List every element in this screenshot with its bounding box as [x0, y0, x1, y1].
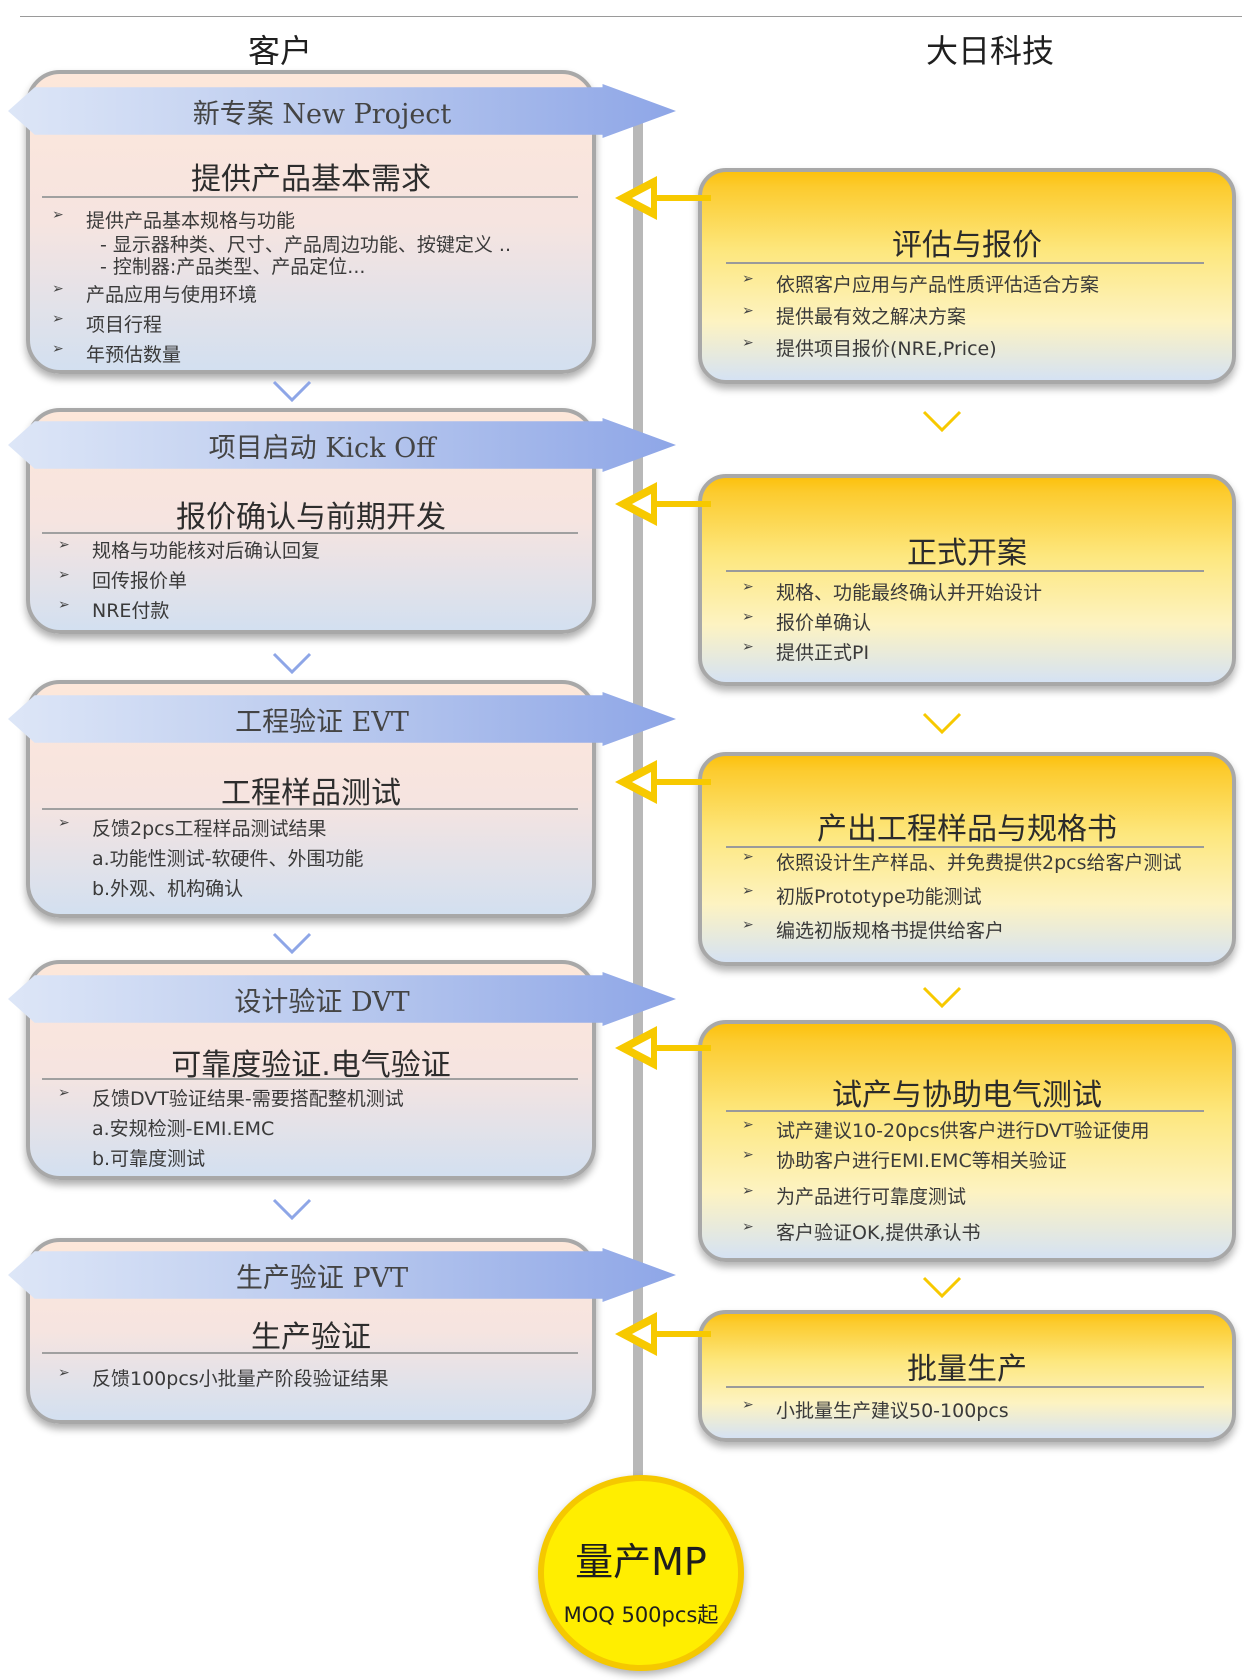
bullet-arrow-icon: ➢: [52, 341, 64, 357]
mass-production-circle: 量产MP MOQ 500pcs起: [538, 1475, 744, 1671]
title-underline: [726, 262, 1204, 264]
client-step-title: 可靠度验证.电气验证: [171, 1048, 451, 1083]
title-underline: [42, 196, 578, 198]
mp-moq: MOQ 500pcs起: [563, 1603, 719, 1627]
title-underline: [726, 1386, 1204, 1388]
bullet-arrow-icon: ➢: [742, 1183, 754, 1199]
bullet-arrow-icon: ➢: [58, 1365, 70, 1381]
title-underline: [42, 1078, 578, 1080]
title-underline: [726, 1110, 1204, 1112]
center-timeline: [633, 112, 643, 1482]
feedback-arrow-icon: [615, 760, 711, 804]
chevron-down-icon: [272, 652, 312, 674]
title-underline: [726, 846, 1204, 848]
chevron-down-icon: [922, 712, 962, 734]
sub-item: a.安规检测-EMI.EMC: [92, 1118, 275, 1140]
vendor-step-samples: 产出工程样品与规格书 ➢依照设计生产样品、并免费提供2pcs给客户测试 ➢初版P…: [698, 752, 1236, 966]
column-title-vendor: 大日科技: [925, 32, 1054, 70]
vendor-step-title: 试产与协助电气测试: [832, 1078, 1102, 1113]
feedback-arrow-icon: [615, 1026, 711, 1070]
bullet-arrow-icon: ➢: [742, 271, 754, 287]
bullet-arrow-icon: ➢: [58, 815, 70, 831]
feedback-arrow-icon: [615, 482, 711, 526]
vendor-step-project-start: 正式开案 ➢规格、功能最终确认并开始设计 ➢报价单确认 ➢提供正式PI: [698, 474, 1236, 686]
vendor-step-title: 评估与报价: [892, 228, 1042, 263]
bullet-arrow-icon: ➢: [742, 639, 754, 655]
chevron-down-icon: [922, 410, 962, 432]
feedback-arrow-icon: [615, 1312, 711, 1356]
bullet-arrow-icon: ➢: [58, 1085, 70, 1101]
sub-item: a.功能性测试-软硬件、外围功能: [92, 848, 364, 870]
bullet-arrow-icon: ➢: [742, 1117, 754, 1133]
client-step-title: 工程样品测试: [221, 776, 401, 811]
bullet-arrow-icon: ➢: [742, 609, 754, 625]
bullet-arrow-icon: ➢: [58, 567, 70, 583]
title-underline: [42, 1352, 578, 1354]
chevron-down-icon: [922, 1276, 962, 1298]
phase-banner-pvt: 生产验证 PVT: [8, 1248, 676, 1302]
phase-banner-evt: 工程验证 EVT: [8, 692, 676, 746]
feedback-arrow-icon: [615, 176, 711, 220]
client-step-title: 提供产品基本需求: [191, 162, 431, 197]
mp-title: 量产MP: [575, 1540, 707, 1584]
bullet-arrow-icon: ➢: [742, 1219, 754, 1235]
chevron-down-icon: [272, 1198, 312, 1220]
vendor-step-quotation: 评估与报价 ➢依照客户应用与产品性质评估适合方案 ➢提供最有效之解决方案 ➢提供…: [698, 168, 1236, 384]
title-underline: [726, 570, 1204, 572]
bullet-arrow-icon: ➢: [52, 281, 64, 297]
vendor-step-title: 正式开案: [907, 536, 1027, 571]
chevron-down-icon: [272, 380, 312, 402]
phase-banner-new-project: 新专案 New Project: [8, 84, 676, 138]
bullet-arrow-icon: ➢: [742, 917, 754, 933]
vendor-step-title: 批量生产: [907, 1352, 1027, 1387]
bullet-arrow-icon: ➢: [742, 883, 754, 899]
vendor-step-title: 产出工程样品与规格书: [817, 812, 1117, 847]
top-divider: [20, 16, 1242, 17]
sub-item: - 控制器:产品类型、产品定位...: [100, 256, 366, 278]
bullet-arrow-icon: ➢: [742, 579, 754, 595]
sub-item: b.可靠度测试: [92, 1148, 206, 1170]
sub-item: - 显示器种类、尺寸、产品周边功能、按键定义 ..: [100, 234, 512, 256]
bullet-arrow-icon: ➢: [58, 537, 70, 553]
vendor-step-pilot-run: 试产与协助电气测试 ➢试产建议10-20pcs供客户进行DVT验证使用 ➢协助客…: [698, 1020, 1236, 1262]
bullet-arrow-icon: ➢: [742, 1147, 754, 1163]
bullet-arrow-icon: ➢: [742, 849, 754, 865]
bullet-arrow-icon: ➢: [58, 597, 70, 613]
phase-banner-dvt: 设计验证 DVT: [8, 972, 676, 1026]
column-title-client: 客户: [247, 32, 312, 70]
bullet-arrow-icon: ➢: [742, 1397, 754, 1413]
title-underline: [42, 532, 578, 534]
vendor-step-mass-production: 批量生产 ➢小批量生产建议50-100pcs: [698, 1310, 1236, 1442]
title-underline: [42, 808, 578, 810]
client-step-title: 报价确认与前期开发: [176, 500, 446, 535]
bullet-arrow-icon: ➢: [52, 207, 64, 223]
sub-item: b.外观、机构确认: [92, 878, 244, 900]
bullet-arrow-icon: ➢: [742, 303, 754, 319]
bullet-arrow-icon: ➢: [52, 311, 64, 327]
bullet-arrow-icon: ➢: [742, 335, 754, 351]
phase-banner-kick-off: 项目启动 Kick Off: [8, 418, 676, 472]
client-step-title: 生产验证: [251, 1320, 371, 1355]
chevron-down-icon: [922, 986, 962, 1008]
chevron-down-icon: [272, 932, 312, 954]
